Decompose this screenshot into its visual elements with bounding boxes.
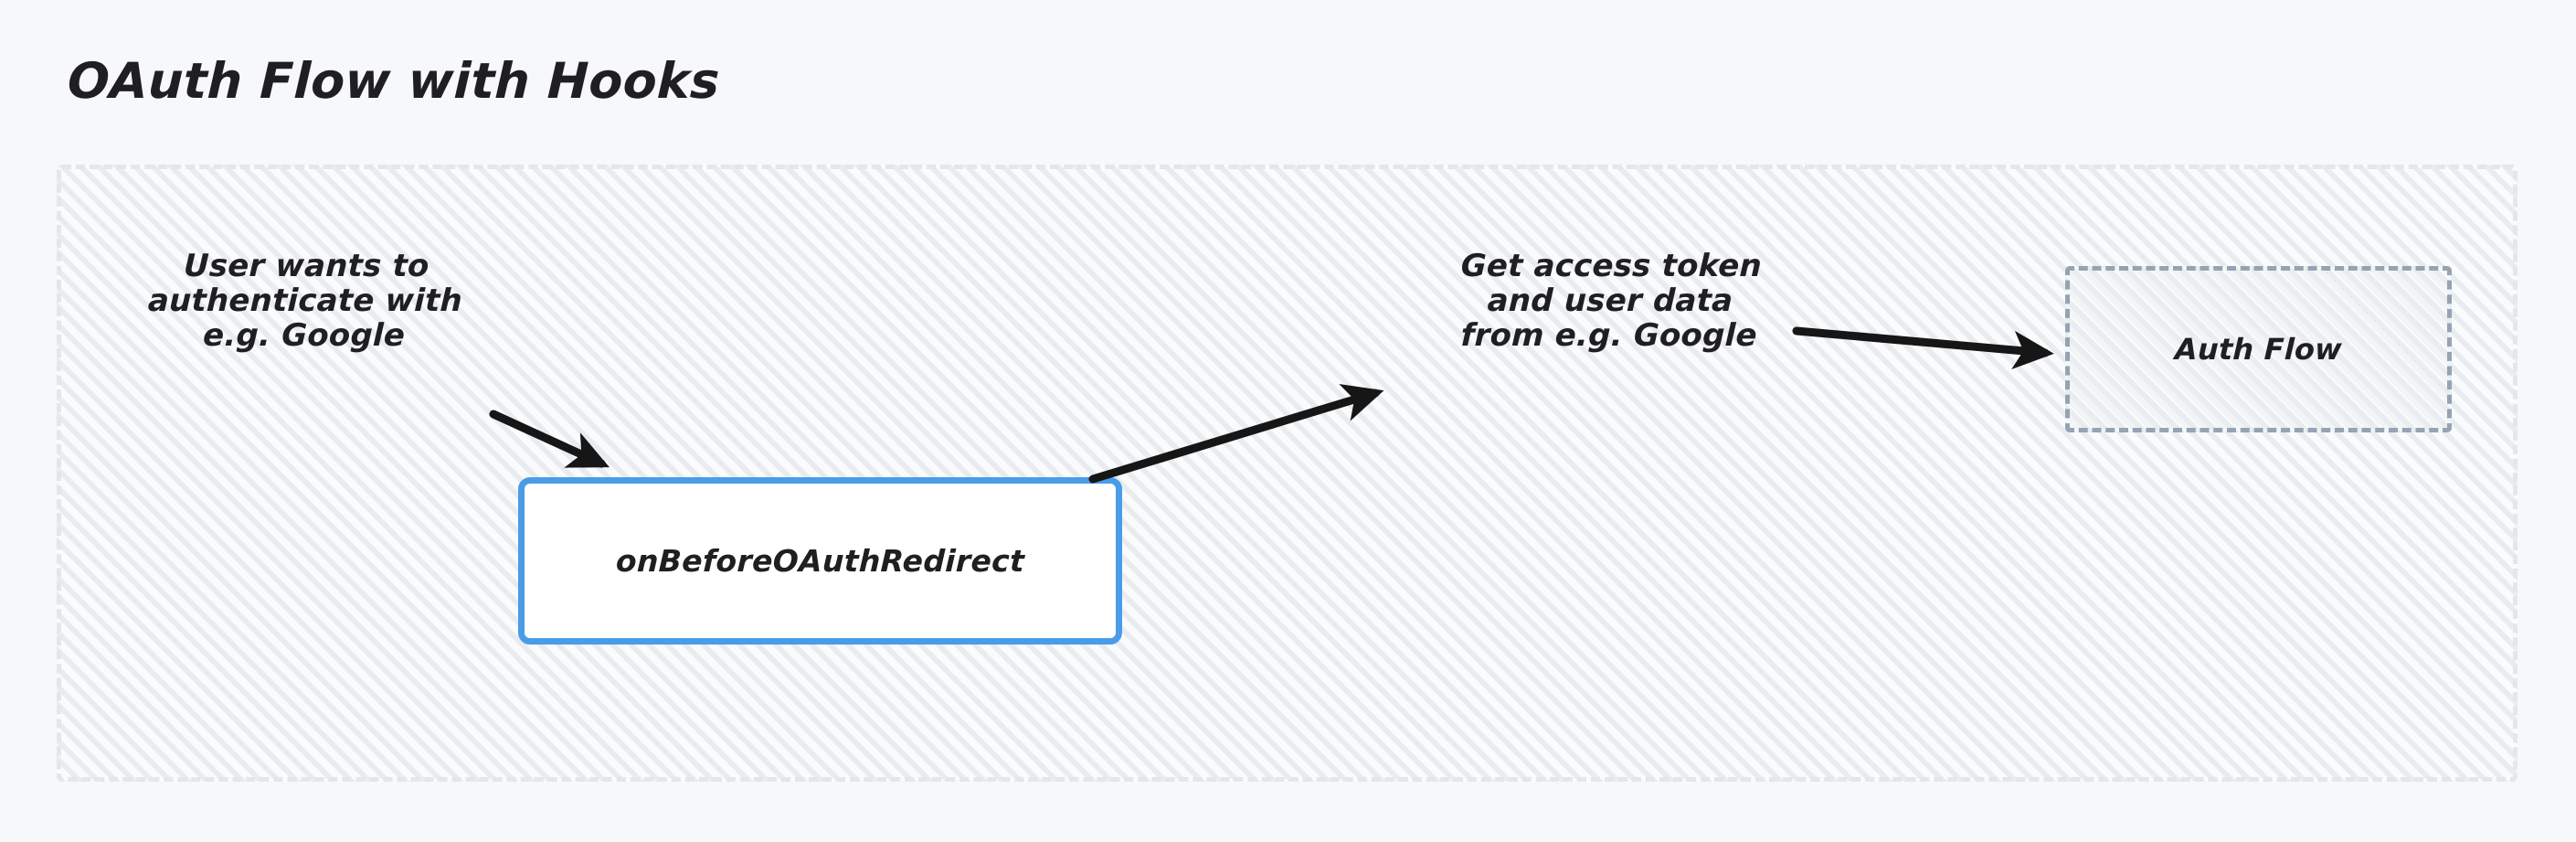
edge-label-line-1: User wants to xyxy=(183,248,430,284)
edge-label-line-3: e.g. Google xyxy=(202,317,406,355)
node-label: onBeforeOAuthRedirect xyxy=(615,543,1025,579)
edge-label-line-2: and user data xyxy=(1487,282,1733,320)
node-auth-flow[interactable]: Auth Flow xyxy=(2065,266,2452,432)
edge-label-line-1: Get access token xyxy=(1460,248,1763,284)
edge-label-line-3: from e.g. Google xyxy=(1459,317,1758,355)
edge-label-user-wants-to-authenticate: User wants to authenticate with e.g. Goo… xyxy=(75,248,535,355)
edge-label-line-2: authenticate with xyxy=(147,282,463,320)
node-on-before-oauth-redirect[interactable]: onBeforeOAuthRedirect xyxy=(518,477,1122,645)
edge-label-get-access-token: Get access token and user data from e.g.… xyxy=(1380,248,1840,355)
node-label: Auth Flow xyxy=(2174,332,2343,367)
page-title: OAuth Flow with Hooks xyxy=(66,52,721,110)
